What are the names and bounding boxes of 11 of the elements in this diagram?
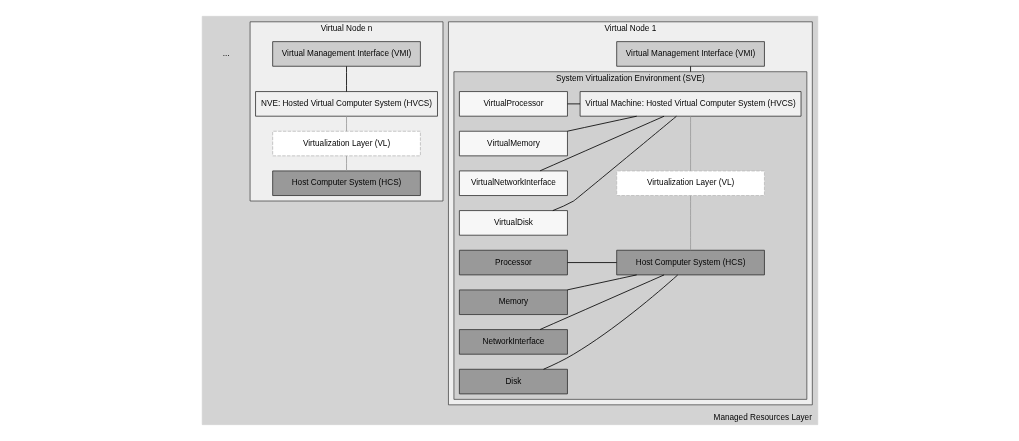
- connector: [345, 66, 347, 92]
- connector: [566, 115, 637, 132]
- connector: [566, 103, 580, 105]
- connector: [566, 274, 637, 291]
- connector: [539, 274, 664, 330]
- connector: [345, 115, 347, 132]
- connector: [345, 155, 347, 172]
- connector: [689, 66, 691, 73]
- connector: [566, 262, 617, 263]
- connector: [689, 195, 691, 251]
- connector: [689, 116, 691, 172]
